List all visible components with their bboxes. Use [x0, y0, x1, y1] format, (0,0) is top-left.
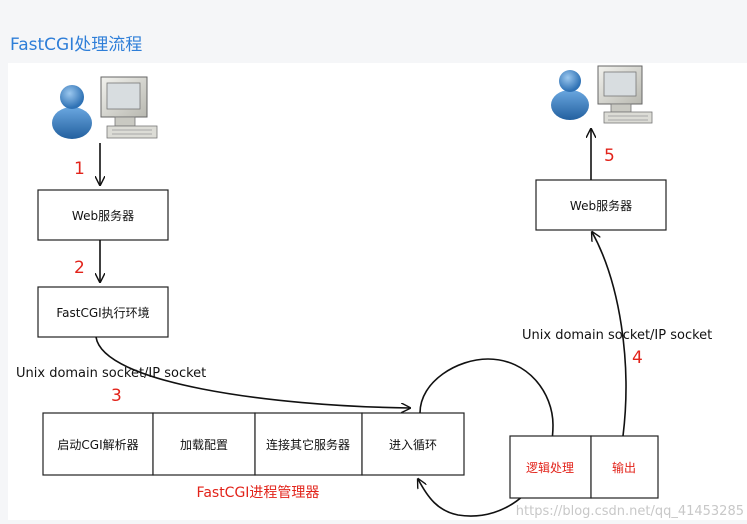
watermark: https://blog.csdn.net/qq_41453285	[516, 504, 744, 519]
manager-cell-label: 加载配置	[180, 438, 228, 452]
logic-cell-label: 输出	[612, 460, 636, 475]
fastcgi-flow-diagram: 1 Web服务器 2 FastCGI执行环境 Unix domain socke…	[16, 65, 744, 519]
arrow-step-3	[95, 336, 410, 408]
step-number-5: 5	[604, 146, 615, 166]
manager-cell-start-parser	[42, 412, 154, 476]
loop-arrow	[418, 358, 554, 517]
manager-cell-label: 启动CGI解析器	[57, 438, 138, 452]
manager-cell-load-config	[152, 412, 256, 476]
arrow-step-4	[592, 232, 627, 437]
logic-cell-process	[509, 435, 592, 499]
socket-label-left: Unix domain socket/IP socket	[16, 366, 206, 381]
logic-cell-output	[590, 435, 659, 499]
web-server-label-left: Web服务器	[72, 208, 134, 223]
fastcgi-env-box	[37, 286, 169, 338]
manager-cell-enter-loop	[361, 412, 465, 476]
process-manager-group: 启动CGI解析器 加载配置 连接其它服务器 进入循环	[42, 412, 465, 476]
logic-output-group: 逻辑处理 输出	[509, 435, 659, 499]
manager-cell-label: 进入循环	[389, 438, 437, 452]
web-server-label-right: Web服务器	[570, 198, 632, 213]
process-manager-label: FastCGI进程管理器	[197, 485, 320, 501]
user-computer-icon-left	[52, 76, 158, 139]
page-title: FastCGI处理流程	[10, 35, 143, 55]
manager-cell-label: 连接其它服务器	[266, 437, 350, 452]
step-number-4: 4	[632, 348, 643, 368]
logic-cell-label: 逻辑处理	[526, 461, 574, 475]
step-number-3: 3	[111, 386, 122, 406]
diagram-canvas: 1 Web服务器 2 FastCGI执行环境 Unix domain socke…	[8, 63, 747, 520]
user-computer-icon-right	[551, 65, 653, 124]
web-server-box-left	[37, 189, 169, 241]
socket-label-right: Unix domain socket/IP socket	[522, 328, 712, 343]
step-number-2: 2	[74, 258, 85, 278]
step-number-1: 1	[74, 159, 85, 179]
web-server-box-right	[535, 179, 667, 231]
fastcgi-env-label: FastCGI执行环境	[56, 305, 149, 320]
